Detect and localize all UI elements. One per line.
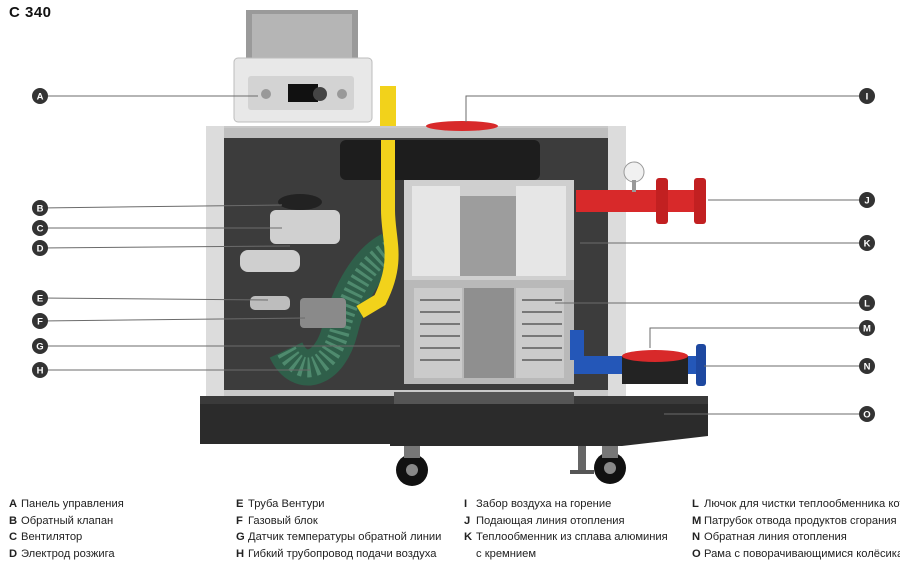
callout-marker-n [859, 358, 875, 374]
callout-letter-a: A [37, 92, 44, 103]
callout-letter-h: H [37, 366, 44, 377]
callout-marker-d [32, 240, 48, 256]
callout-leader-b [39, 204, 283, 209]
callout-marker-f [32, 313, 48, 329]
control-housing [233, 10, 373, 123]
callout-marker-b [32, 200, 48, 216]
callout-letter-o: O [863, 410, 870, 421]
callout-marker-c [32, 220, 48, 236]
callout-leader-i [465, 95, 867, 122]
callout-letter-m: M [863, 324, 871, 335]
callout-marker-o [859, 406, 875, 422]
callout-marker-g [32, 338, 48, 354]
callout-leader-d [39, 245, 291, 249]
callout-letter-f: F [37, 317, 43, 328]
callout-marker-k [859, 235, 875, 251]
callout-leader-m [649, 327, 867, 348]
callout-letter-e: E [37, 294, 43, 305]
callout-letter-i: I [866, 92, 869, 103]
blower-housing [340, 140, 540, 180]
diagram-title: C 340 [9, 4, 52, 21]
callout-marker-a [32, 88, 48, 104]
callout-letter-c: C [37, 224, 44, 235]
callout-marker-l [859, 295, 875, 311]
callout-marker-e [32, 290, 48, 306]
callout-marker-h [32, 362, 48, 378]
frame-base [200, 392, 708, 446]
callout-marker-m [859, 320, 875, 336]
callout-leader-f [39, 317, 306, 322]
callout-letter-n: N [864, 362, 871, 373]
callout-letter-b: B [37, 204, 44, 215]
callout-letter-k: K [864, 239, 871, 250]
legend-item-k-continued: с кремнием [476, 547, 537, 560]
flexible-air-hose [269, 233, 400, 386]
callout-letter-d: D [37, 244, 44, 255]
callout-letter-j: J [864, 196, 869, 207]
air-intake [426, 121, 498, 131]
callouts: A BCD E F G H I J K L M N O [32, 88, 875, 422]
flue-outlet [622, 350, 688, 384]
callout-letter-l: L [864, 299, 870, 310]
boiler-illustration: A BCD E F G H I J K L M N O [32, 10, 875, 486]
gas-block [300, 298, 346, 328]
wheels [396, 446, 626, 486]
gas-pipe-top [380, 86, 396, 126]
heat-exchanger [404, 180, 574, 384]
callout-marker-j [859, 192, 875, 208]
flow-pipe [576, 161, 706, 224]
callout-marker-i [859, 88, 875, 104]
gas-line [356, 140, 399, 319]
callout-leader-e [39, 297, 269, 301]
callout-letter-g: G [36, 342, 43, 353]
